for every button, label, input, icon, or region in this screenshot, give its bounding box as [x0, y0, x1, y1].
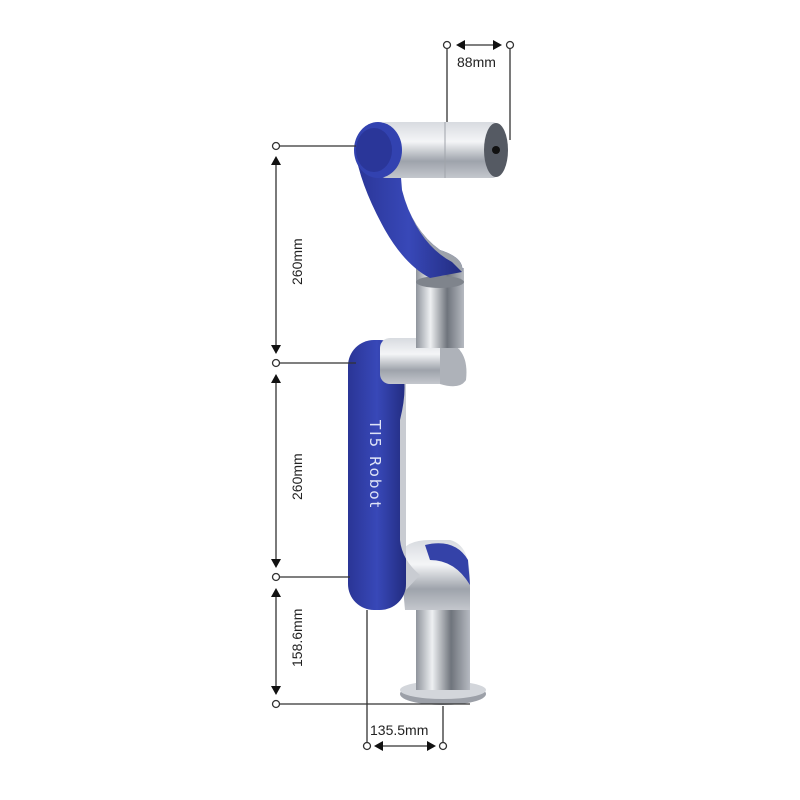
dimension-endpoints	[271, 40, 515, 751]
dim-forearm-length: 260mm	[289, 453, 305, 500]
dim-upper-arm-length: 260mm	[289, 238, 305, 285]
forearm-link	[348, 340, 406, 610]
dim-base-height: 158.6mm	[289, 609, 305, 667]
dim-tool-flange-offset: 88mm	[457, 54, 496, 70]
dim-base-offset: 135.5mm	[370, 722, 428, 738]
dimension-lines	[275, 44, 511, 747]
dimension-arrows	[271, 40, 502, 751]
robot-arm: TI5 Robot	[348, 122, 508, 705]
product-label: TI5 Robot	[366, 419, 384, 509]
wrist-cylinder	[378, 122, 500, 178]
